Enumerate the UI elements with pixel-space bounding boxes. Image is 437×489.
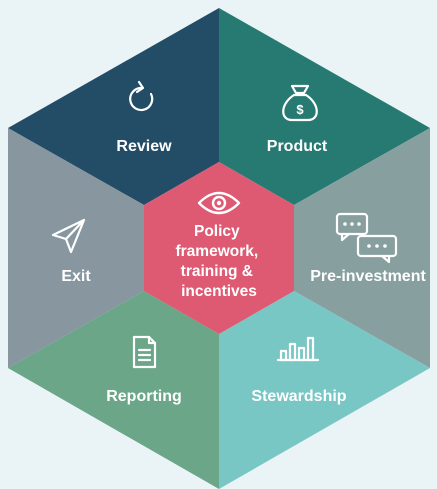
center-label-line: Policy	[194, 223, 240, 240]
product-label: Product	[267, 138, 328, 155]
segment-stewardship	[219, 291, 430, 489]
center-label-line: framework,	[175, 243, 258, 260]
segment-exit	[8, 128, 144, 368]
center-hexagon	[144, 162, 294, 334]
segment-review	[8, 8, 219, 205]
send-icon	[51, 218, 86, 254]
chat-bubbles-icon	[335, 212, 398, 264]
center-label-line: training &	[181, 263, 253, 280]
review-label: Review	[116, 138, 172, 155]
document-icon	[132, 335, 157, 369]
svg-text:$: $	[296, 102, 304, 117]
segment-product	[219, 8, 430, 205]
center-label: Policy framework, training & incentives	[175, 223, 262, 300]
eye-icon	[197, 191, 241, 215]
bar-chart-icon	[276, 336, 320, 362]
reporting-label: Reporting	[106, 388, 182, 405]
segment-reporting	[8, 291, 219, 489]
center-label-line: incentives	[181, 283, 257, 300]
stewardship-label: Stewardship	[251, 388, 346, 405]
money-bag-icon: $	[282, 84, 318, 122]
refresh-icon	[129, 80, 154, 112]
pre-investment-label: Pre-investment	[310, 268, 426, 285]
exit-label: Exit	[61, 268, 91, 285]
